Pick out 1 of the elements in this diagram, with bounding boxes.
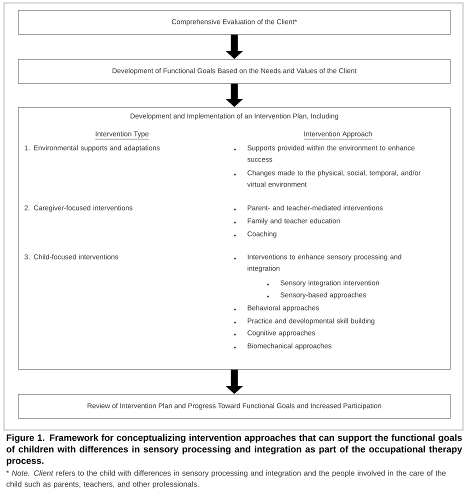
figure-caption: Figure 1. Framework for conceptualizing intervention approaches that can support the functional goals of children with differences in sensory processing and integration as part of the occupational therapy process. bbox=[6, 434, 462, 466]
